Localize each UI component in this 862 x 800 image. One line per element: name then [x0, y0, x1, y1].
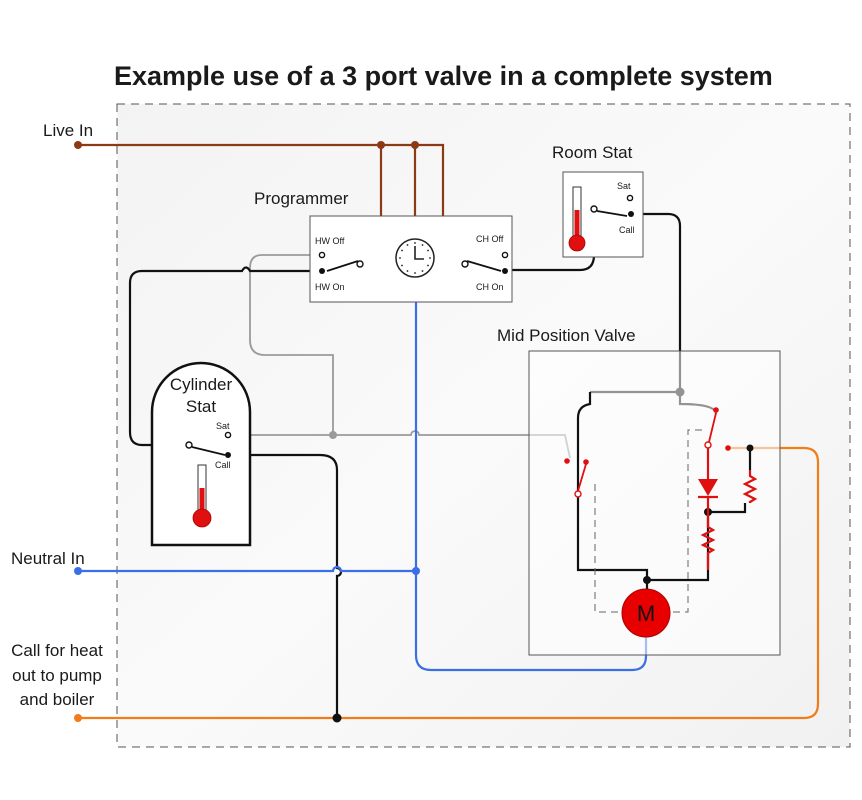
hw-off-label: HW Off	[315, 236, 345, 246]
cylinder-stat: Cylinder Stat Sat Call	[150, 361, 252, 547]
valve-right-switch	[704, 407, 731, 451]
ch-switch-blade	[466, 260, 502, 272]
hw-common-terminal	[356, 260, 364, 268]
call-for-heat-wiring	[74, 446, 820, 723]
neutral-wiring	[74, 278, 648, 672]
call-for-heat-label-line3: and boiler	[20, 690, 95, 709]
cylinder-stat-common-terminal	[185, 441, 193, 449]
valve-left-switch	[564, 458, 589, 498]
room-stat-call-terminal	[628, 211, 634, 217]
valve-label: Mid Position Valve	[497, 326, 636, 345]
diagram-title: Example use of a 3 port valve in a compl…	[114, 61, 773, 91]
room-stat-label: Room Stat	[552, 143, 633, 162]
hw-on-label: HW On	[315, 282, 345, 292]
cylinder-stat-switch-blade	[191, 446, 226, 456]
hw-off-terminal	[318, 251, 326, 259]
neutral-in-label: Neutral In	[11, 549, 85, 568]
ch-off-label: CH Off	[476, 234, 504, 244]
room-stat-sat-terminal	[626, 194, 634, 202]
room-stat-sat-label: Sat	[617, 181, 631, 191]
cylinder-stat-call-label: Call	[215, 460, 231, 470]
room-stat-call-label: Call	[619, 225, 635, 235]
room-stat-switch-blade	[596, 210, 628, 217]
resistor-icon	[742, 470, 758, 503]
cylinder-stat-sat-label: Sat	[216, 421, 230, 431]
ch-on-terminal	[502, 268, 508, 274]
cylinder-stat-label-line2: Stat	[186, 397, 217, 416]
programmer: Programmer HW Off HW On CH Off CH On	[254, 189, 513, 303]
motor-label: M	[637, 601, 655, 626]
motor: M	[621, 588, 671, 638]
call-for-heat-label-line1: Call for heat	[11, 641, 103, 660]
live-in-label: Live In	[43, 121, 93, 140]
call-for-heat-label-line2: out to pump	[12, 666, 102, 685]
programmer-label: Programmer	[254, 189, 349, 208]
mid-position-valve: Mid Position Valve	[497, 326, 781, 656]
room-stat-common-terminal	[590, 205, 598, 213]
clock-icon	[395, 238, 435, 278]
resistor-icon	[700, 512, 716, 570]
ch-on-label: CH On	[476, 282, 504, 292]
hw-switch-blade	[326, 260, 359, 272]
ch-common-terminal	[461, 260, 469, 268]
hw-on-terminal	[319, 268, 325, 274]
room-stat: Room Stat Sat Call	[552, 143, 644, 258]
ch-off-terminal	[501, 251, 509, 259]
cylinder-stat-call-terminal	[225, 452, 231, 458]
cylinder-stat-label-line1: Cylinder	[170, 375, 233, 394]
thermometer-icon	[192, 464, 212, 528]
cylinder-stat-sat-terminal	[224, 431, 232, 439]
thermometer-icon	[568, 186, 586, 252]
